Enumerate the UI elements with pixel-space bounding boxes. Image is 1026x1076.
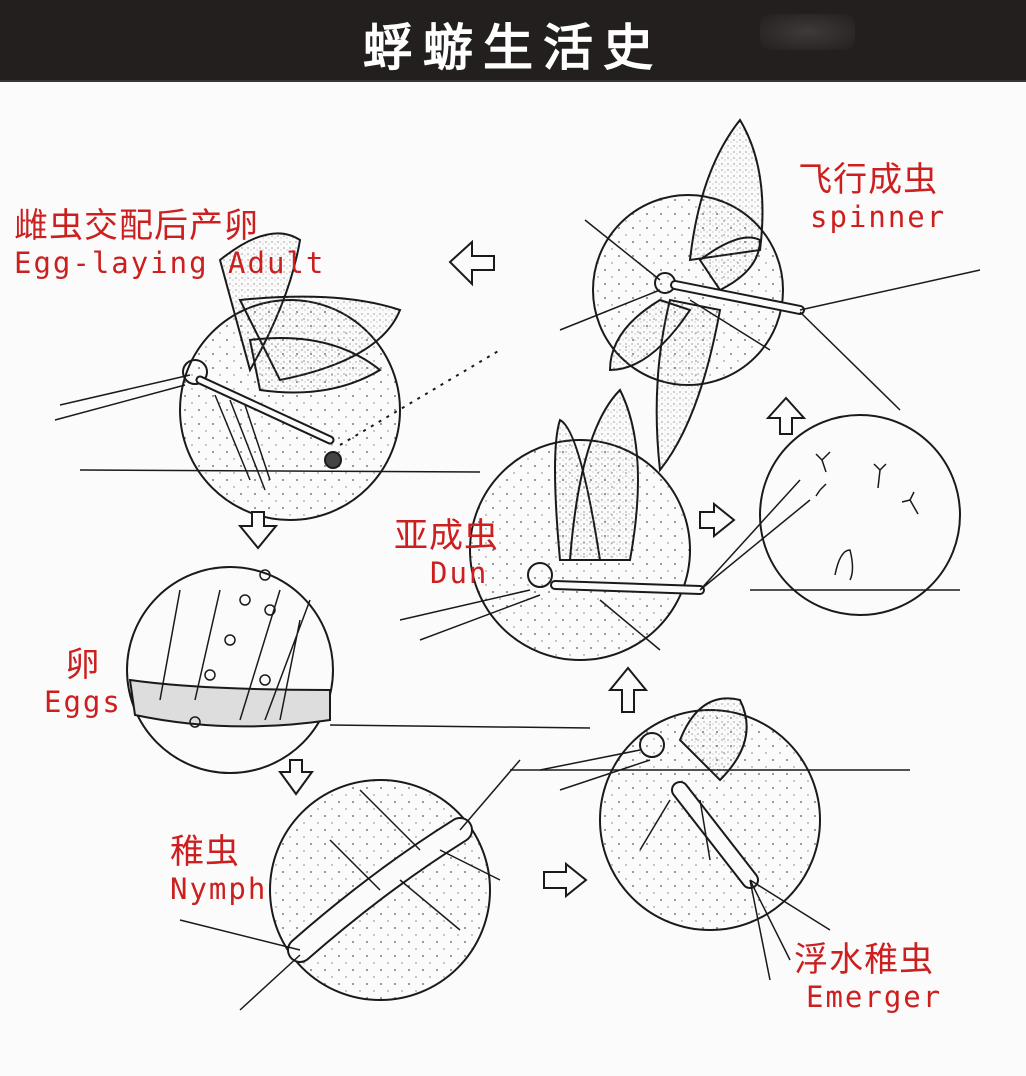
spinner-drawing xyxy=(559,118,981,473)
label-en: spinner xyxy=(810,200,947,235)
arrow-down-icon xyxy=(278,759,314,796)
label-egg-laying-adult: 雌虫交配后产卵 Egg-laying Adult xyxy=(14,206,325,280)
title-bar: 蜉蝣生活史 xyxy=(0,0,1026,82)
swarm-drawing xyxy=(750,414,961,616)
label-zh: 雌虫交配后产卵 xyxy=(14,206,259,246)
label-en: Egg-laying Adult xyxy=(14,246,326,281)
label-zh: 亚成虫 xyxy=(394,516,499,556)
label-en: Eggs xyxy=(44,685,122,720)
life-cycle-illustration xyxy=(54,118,981,1011)
arrow-right-icon xyxy=(699,501,736,539)
arrow-down-icon xyxy=(237,511,279,550)
label-eggs: 卵 Eggs xyxy=(44,645,122,719)
page-title: 蜉蝣生活史 xyxy=(363,18,663,77)
label-zh: 浮水稚虫 xyxy=(794,940,935,980)
label-zh: 卵 xyxy=(65,645,101,685)
arrow-up-icon xyxy=(765,396,807,435)
label-emerger: 浮水稚虫 Emerger xyxy=(786,940,942,1014)
dun-drawing xyxy=(399,388,811,661)
label-zh: 飞行成虫 xyxy=(798,160,939,200)
label-spinner: 飞行成虫 spinner xyxy=(790,160,946,234)
label-dun: 亚成虫 Dun xyxy=(394,516,499,590)
label-en: Dun xyxy=(430,556,489,591)
egg-laying-adult-drawing xyxy=(54,232,501,521)
nymph-drawing xyxy=(179,759,521,1011)
arrow-left-icon xyxy=(448,239,495,287)
arrow-up-icon xyxy=(607,666,649,713)
emerger-drawing xyxy=(510,697,910,981)
label-nymph: 稚虫 Nymph xyxy=(170,832,267,906)
eggs-drawing xyxy=(126,566,591,774)
watermark-smudge xyxy=(760,14,855,50)
arrow-right-icon xyxy=(543,861,588,899)
label-en: Emerger xyxy=(806,980,943,1015)
label-zh: 稚虫 xyxy=(170,832,240,872)
label-en: Nymph xyxy=(170,872,268,907)
